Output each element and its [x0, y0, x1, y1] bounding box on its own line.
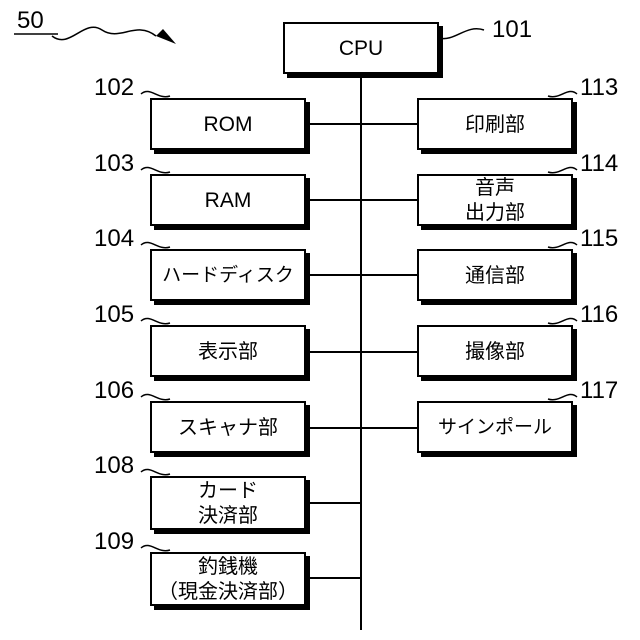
ref-115: 115 — [580, 227, 618, 251]
leader-115 — [548, 242, 577, 247]
leader-109 — [141, 545, 170, 550]
sign-pole-block-label: サインポール — [438, 415, 552, 440]
change-machine-block-label: 釣銭機 （現金決済部） — [158, 554, 298, 604]
leader-108 — [141, 469, 170, 474]
ref-109: 109 — [94, 530, 134, 554]
communication-block: 通信部 — [417, 249, 573, 301]
rom-block: ROM — [150, 98, 306, 150]
leader-101 — [439, 29, 484, 39]
scanner-block-label: スキャナ部 — [178, 415, 278, 440]
leader-105 — [141, 318, 170, 323]
communication-block-label: 通信部 — [465, 263, 525, 288]
printer-block: 印刷部 — [417, 98, 573, 150]
ref-113: 113 — [580, 76, 618, 100]
cpu-block-label: CPU — [339, 36, 383, 61]
card-payment-block-label: カード 決済部 — [198, 478, 258, 528]
leader-113 — [548, 91, 577, 96]
scanner-block: スキャナ部 — [150, 401, 306, 453]
change-machine-block: 釣銭機 （現金決済部） — [150, 552, 306, 606]
ref-102: 102 — [94, 76, 134, 100]
hard-disk-block-label: ハードディスク — [162, 263, 294, 288]
ref-106: 106 — [94, 379, 134, 403]
ref-108: 108 — [94, 454, 134, 478]
ref-105: 105 — [94, 303, 134, 327]
sign-pole-block: サインポール — [417, 401, 573, 453]
ram-block-label: RAM — [205, 188, 252, 213]
ref-103: 103 — [94, 152, 134, 176]
figure-ref-label: 50 — [17, 9, 44, 33]
ref-104: 104 — [94, 227, 134, 251]
figure-ref-arrowhead — [156, 29, 176, 44]
ref-116: 116 — [580, 303, 618, 327]
camera-block: 撮像部 — [417, 325, 573, 377]
leader-117 — [548, 394, 577, 399]
ref-114: 114 — [580, 152, 618, 176]
figure-ref-wave — [52, 27, 156, 39]
ram-block: RAM — [150, 174, 306, 226]
display-block: 表示部 — [150, 325, 306, 377]
camera-block-label: 撮像部 — [465, 339, 525, 364]
leader-114 — [548, 167, 577, 172]
printer-block-label: 印刷部 — [465, 112, 525, 137]
leader-104 — [141, 242, 170, 247]
leader-103 — [141, 167, 170, 172]
audio-output-block-label: 音声 出力部 — [465, 175, 525, 225]
hard-disk-block: ハードディスク — [150, 249, 306, 301]
ref-117: 117 — [580, 379, 618, 403]
ref-101: 101 — [492, 18, 532, 42]
audio-output-block: 音声 出力部 — [417, 174, 573, 226]
cpu-block: CPU — [283, 22, 439, 74]
rom-block-label: ROM — [204, 112, 253, 137]
leader-116 — [548, 318, 577, 323]
display-block-label: 表示部 — [198, 339, 258, 364]
leader-106 — [141, 394, 170, 399]
leader-102 — [141, 91, 170, 96]
card-payment-block: カード 決済部 — [150, 476, 306, 530]
